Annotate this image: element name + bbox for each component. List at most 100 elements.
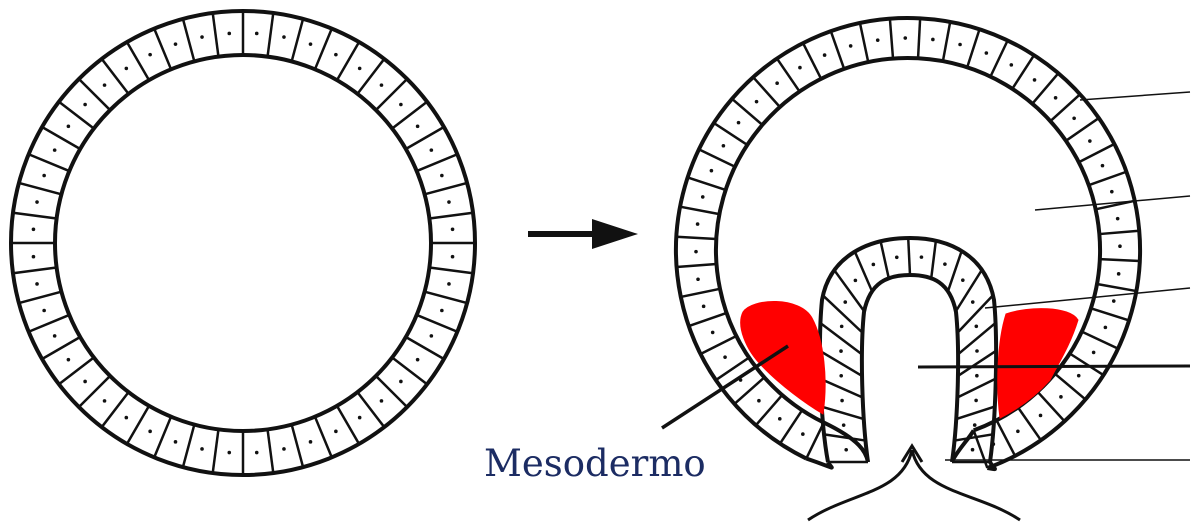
cell-nucleus — [710, 330, 715, 335]
cell-nucleus — [282, 447, 286, 451]
cell-wall — [313, 28, 333, 70]
cell-wall — [805, 422, 825, 460]
cell-wall — [954, 433, 994, 442]
cell-wall — [821, 405, 865, 421]
cell-nucleus — [700, 195, 705, 199]
cell-nucleus — [66, 124, 71, 129]
cell-nucleus — [308, 42, 313, 46]
cell-wall — [995, 419, 1017, 457]
cell-wall — [416, 153, 458, 173]
cell-wall — [356, 58, 386, 95]
cell-wall — [100, 58, 130, 95]
cell-wall — [715, 356, 750, 382]
cell-nucleus — [148, 52, 152, 57]
cell-wall — [687, 176, 727, 192]
cell-nucleus — [440, 308, 444, 313]
cell-wall — [733, 376, 766, 405]
cell-wall — [754, 394, 784, 427]
gastrula — [674, 16, 1142, 472]
endoderm-inner-edge — [859, 272, 961, 463]
cell-wall — [266, 429, 275, 474]
cell-nucleus — [970, 447, 975, 452]
cell-wall — [211, 429, 220, 474]
cell-wall — [956, 377, 997, 399]
cell-wall — [819, 349, 863, 377]
cell-wall — [28, 313, 70, 333]
cell-nucleus — [974, 398, 978, 403]
cell-nucleus — [1110, 189, 1114, 194]
cell-nucleus — [334, 429, 338, 434]
cell-wall — [1099, 229, 1140, 236]
cell-nucleus — [1088, 139, 1092, 143]
cell-nucleus — [173, 42, 178, 46]
leader-line-1 — [1079, 91, 1191, 101]
cell-wall — [1011, 54, 1036, 90]
cell-nucleus — [227, 450, 232, 455]
curved-up-arrow-icon — [807, 443, 1021, 522]
cell-nucleus — [975, 373, 979, 378]
cell-nucleus — [694, 249, 698, 254]
cell-wall — [833, 269, 866, 312]
cell-nucleus — [415, 357, 420, 362]
cell-nucleus — [357, 415, 362, 420]
cell-wall — [858, 22, 870, 63]
cell-nucleus — [308, 440, 313, 444]
cell-nucleus — [984, 51, 989, 55]
cell-wall — [1036, 390, 1066, 423]
leader-line-4 — [917, 364, 1191, 369]
cell-wall — [752, 76, 781, 108]
cell-nucleus — [701, 304, 706, 309]
cell-wall — [823, 433, 866, 442]
cell-nucleus — [1032, 78, 1037, 82]
cell-wall — [829, 30, 846, 70]
cell-wall — [819, 377, 864, 399]
cell-wall — [957, 349, 997, 377]
cell-wall — [1078, 142, 1115, 164]
cell-wall — [879, 241, 890, 279]
cell-nucleus — [35, 200, 39, 204]
cell-wall — [1081, 330, 1119, 350]
cell-wall — [78, 78, 111, 111]
cell-wall — [28, 153, 70, 173]
cell-nucleus — [334, 52, 338, 57]
cell-nucleus — [447, 282, 451, 286]
cell-wall — [416, 313, 458, 333]
cell-nucleus — [429, 148, 434, 152]
cell-wall — [290, 18, 305, 62]
cell-wall — [778, 409, 804, 445]
cell-wall — [1054, 372, 1087, 401]
cell-wall — [1069, 352, 1105, 377]
cell-wall — [955, 405, 996, 421]
cell-wall — [853, 251, 874, 292]
cell-nucleus — [839, 324, 844, 329]
leader-line-3 — [984, 287, 1191, 309]
cell-nucleus — [35, 282, 39, 286]
cell-nucleus — [844, 447, 848, 452]
cell-nucleus — [31, 227, 36, 232]
cell-nucleus — [919, 255, 924, 259]
cell-wall — [313, 416, 333, 458]
cell-nucleus — [124, 66, 129, 71]
cell-wall — [1099, 257, 1140, 263]
endoderm-outer-edge — [818, 235, 999, 463]
cell-wall — [801, 42, 823, 80]
cell-nucleus — [1016, 429, 1020, 434]
cell-nucleus — [1053, 96, 1058, 100]
cell-nucleus — [696, 277, 700, 282]
cell-nucleus — [958, 42, 962, 47]
cell-wall — [125, 405, 151, 445]
cell-wall — [775, 57, 801, 93]
cell-nucleus — [52, 148, 57, 152]
cell-nucleus — [254, 31, 259, 36]
cell-wall — [58, 100, 95, 130]
cell-nucleus — [124, 415, 129, 420]
cell-nucleus — [52, 334, 57, 338]
cell-nucleus — [777, 417, 782, 421]
cell-wall — [676, 235, 717, 241]
cell-nucleus — [83, 379, 87, 384]
cell-wall — [18, 290, 62, 305]
cell-wall — [405, 125, 445, 151]
mesoderm-pointer — [661, 344, 789, 430]
cell-nucleus — [42, 173, 46, 178]
